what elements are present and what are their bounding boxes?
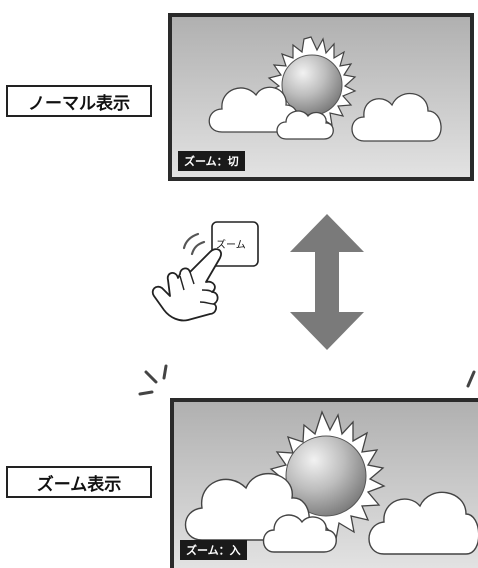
zoom-off-badge: ズーム：切 bbox=[178, 151, 245, 171]
cloud-icon bbox=[276, 110, 334, 140]
normal-scene bbox=[172, 17, 470, 177]
emphasis-burst-icon bbox=[138, 364, 168, 396]
pointing-hand-icon bbox=[151, 221, 259, 322]
zoom-screen: ズーム：入 bbox=[170, 398, 478, 568]
double-arrow-icon bbox=[290, 214, 364, 350]
emphasis-burst-icon bbox=[466, 370, 476, 388]
cloud-icon bbox=[262, 514, 337, 553]
zoom-key-label: ズーム bbox=[216, 240, 246, 251]
normal-screen: ズーム：切 bbox=[168, 13, 474, 181]
normal-view-label: ノーマル表示 bbox=[6, 85, 152, 117]
zoom-on-badge: ズーム：入 bbox=[180, 540, 247, 560]
zoom-key bbox=[211, 221, 259, 267]
zoom-view-label: ズーム表示 bbox=[6, 466, 152, 498]
cloud-icon bbox=[351, 92, 442, 142]
